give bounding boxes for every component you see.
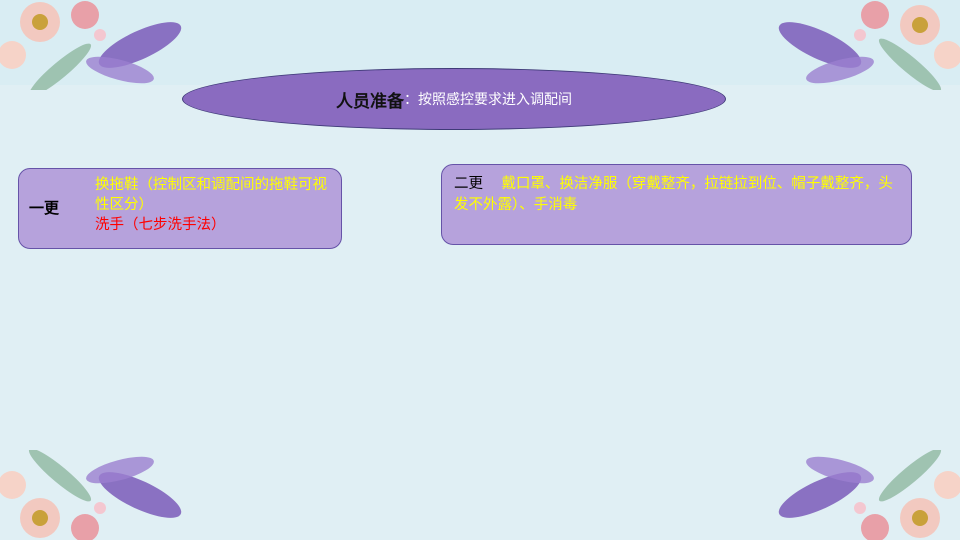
step-body: 戴口罩、换洁净服（穿戴整齐，拉链拉到位、帽子戴整齐，头发不外露）、手消毒 [454,176,893,213]
step-line-alert: 洗手（七步洗手法） [95,217,226,233]
floral-corner-top-right-icon [760,0,960,90]
title-separator: ： [404,92,418,108]
step-card-second-change: 二更 戴口罩、换洁净服（穿戴整齐，拉链拉到位、帽子戴整齐，头发不外露）、手消毒 [441,164,912,245]
floral-corner-bottom-right-icon [760,450,960,540]
step-content: 换拖鞋（控制区和调配间的拖鞋可视性区分） 洗手（七步洗手法） [95,175,335,235]
step-content: 二更 戴口罩、换洁净服（穿戴整齐，拉链拉到位、帽子戴整齐，头发不外露）、手消毒 [454,174,902,216]
step-line: 换拖鞋（控制区和调配间的拖鞋可视性区分） [95,177,327,213]
floral-corner-top-left-icon [0,0,200,90]
title-banner: 人员准备 ： 按照感控要求进入调配间 [182,68,726,130]
step-card-first-change: 一更 换拖鞋（控制区和调配间的拖鞋可视性区分） 洗手（七步洗手法） [18,168,342,249]
floral-corner-bottom-left-icon [0,450,200,540]
step-label: 一更 [29,199,60,217]
title-subtitle: 按照感控要求进入调配间 [418,92,572,108]
step-label: 二更 [454,176,483,192]
title-heading: 人员准备 [336,91,404,112]
